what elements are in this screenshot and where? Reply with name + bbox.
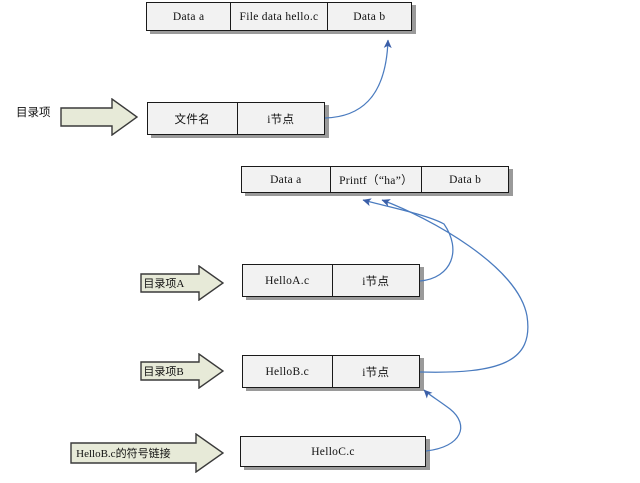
symlink-arrow: HelloB.c的符号链接 [70, 432, 225, 474]
dir-entry-a-arrow: 目录项A [140, 264, 225, 302]
printf-cell-printf: Printf（“ha”） [329, 167, 422, 192]
helloc-cell-filename: HelloC.c [311, 445, 355, 458]
helloa-entry-table: HelloA.c i节点 [242, 264, 420, 297]
symlink-arrow-shape [70, 432, 225, 474]
printf-cell-data-a: Data a [270, 173, 302, 186]
dir-entry-cell-filename: 文件名 [174, 113, 210, 126]
directory-entry-table: 文件名 i节点 [147, 102, 325, 135]
printf-cell-data-b: Data b [421, 167, 508, 192]
top-data-table: Data a File data hello.c Data b [146, 2, 412, 31]
helloa-cell-inode: i节点 [331, 265, 420, 296]
helloc-box: HelloC.c [240, 436, 426, 467]
hellob-cell-filename: HelloB.c [265, 365, 310, 378]
dir-entry-arrow [60, 97, 139, 137]
top-data-cell-data-a: Data a [172, 10, 205, 23]
dir-entry-b-arrow-shape [140, 352, 225, 390]
top-data-cell-file-data: File data hello.c [230, 3, 326, 30]
hellob-cell-inode: i节点 [331, 356, 420, 387]
dir-entry-cell-inode: i节点 [236, 103, 325, 134]
dir-entry-b-arrow: 目录项B [140, 352, 225, 390]
dir-entry-label: 目录项 [16, 107, 51, 119]
helloa-cell-filename: HelloA.c [265, 274, 310, 287]
dir-entry-a-arrow-shape [140, 264, 225, 302]
dir-entry-arrow-shape [60, 97, 139, 137]
hellob-entry-table: HelloB.c i节点 [242, 355, 420, 388]
printf-data-table: Data a Printf（“ha”） Data b [241, 166, 509, 193]
top-data-cell-data-b: Data b [326, 3, 411, 30]
inode-to-datab-link [324, 39, 392, 119]
